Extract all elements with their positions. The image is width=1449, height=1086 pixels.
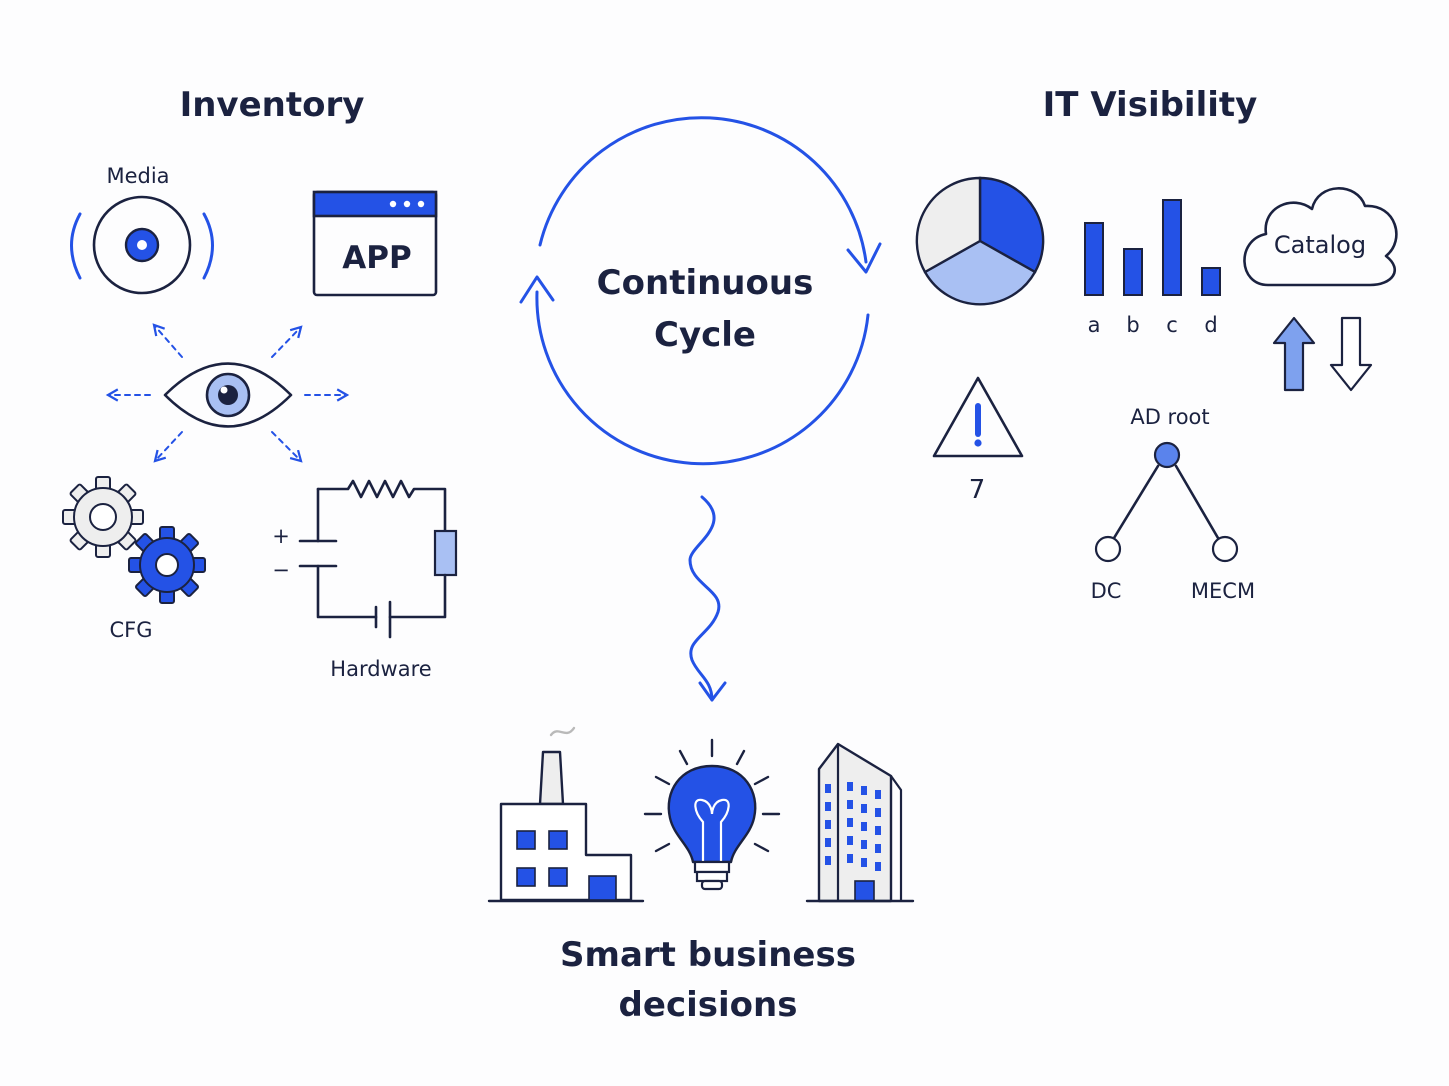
- bar-chart-icon: [1084, 199, 1221, 296]
- cycle-title-line1: Continuous: [597, 263, 814, 303]
- bar-a: [1084, 222, 1104, 296]
- tree-left-label: DC: [1091, 579, 1122, 603]
- tree-root-label: AD root: [1130, 405, 1209, 429]
- media-label: Media: [106, 164, 169, 188]
- bar-c: [1162, 199, 1182, 296]
- decisions-title-line1: Smart business: [560, 935, 856, 975]
- app-window-icon: [312, 190, 438, 297]
- minus-sign: −: [272, 558, 290, 582]
- bar-label-c: c: [1166, 313, 1178, 337]
- cycle-icon: [519, 116, 882, 466]
- cycle-title-line2: Cycle: [654, 315, 756, 355]
- app-label: APP: [342, 240, 411, 276]
- tree-icon: [1094, 441, 1239, 563]
- catalog-label: Catalog: [1274, 231, 1366, 259]
- bar-label-a: a: [1088, 313, 1101, 337]
- tree-right-label: MECM: [1191, 579, 1255, 603]
- it-visibility-heading: IT Visibility: [1043, 85, 1258, 125]
- bar-label-b: b: [1126, 313, 1139, 337]
- office-building-icon: [805, 742, 915, 903]
- disc-icon: [70, 195, 214, 295]
- bar-chart-labels: a b c d: [1088, 313, 1218, 337]
- bar-b: [1123, 248, 1143, 296]
- circuit-icon: [298, 479, 458, 639]
- gears-icon: [62, 476, 206, 604]
- decisions-title-line2: decisions: [619, 985, 798, 1025]
- lightbulb-icon: [643, 738, 781, 891]
- warning-icon: [932, 376, 1024, 458]
- plus-sign: +: [272, 524, 290, 548]
- wavy-arrow-icon: [688, 495, 727, 702]
- up-down-arrows-icon: [1272, 316, 1373, 392]
- hardware-label: Hardware: [330, 657, 431, 681]
- cloud-icon: [1243, 187, 1398, 287]
- scan-arrows-icon: [105, 323, 350, 463]
- bar-label-d: d: [1204, 313, 1217, 337]
- inventory-heading: Inventory: [180, 85, 365, 125]
- alert-count: 7: [969, 475, 986, 505]
- factory-icon: [487, 726, 645, 903]
- cfg-label: CFG: [109, 618, 152, 642]
- bar-d: [1201, 267, 1221, 296]
- eye-icon: [163, 362, 293, 428]
- pie-chart-icon: [915, 176, 1045, 306]
